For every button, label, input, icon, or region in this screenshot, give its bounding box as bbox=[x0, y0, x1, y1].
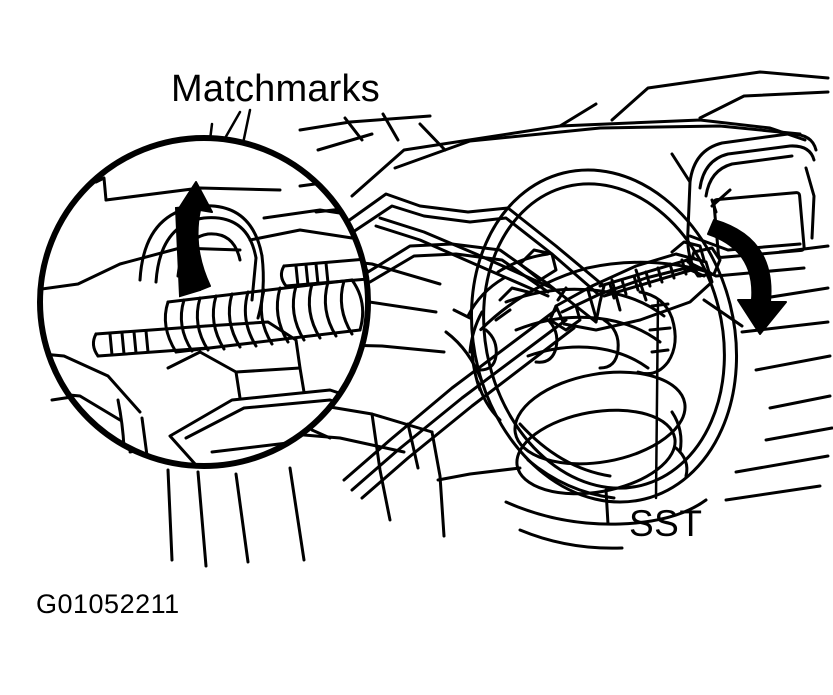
curved-arrow-wheel bbox=[707, 219, 787, 335]
vehicle-interior-scene bbox=[50, 70, 833, 568]
magnifier-circle bbox=[37, 135, 371, 469]
matchmarks-label: Matchmarks bbox=[171, 68, 380, 110]
sst-leader-line bbox=[654, 298, 660, 500]
figure-id-label: G01052211 bbox=[36, 589, 180, 619]
sst-puller-tool bbox=[342, 216, 722, 500]
curved-arrow-detail bbox=[177, 181, 213, 291]
sst-label: SST bbox=[629, 503, 703, 544]
